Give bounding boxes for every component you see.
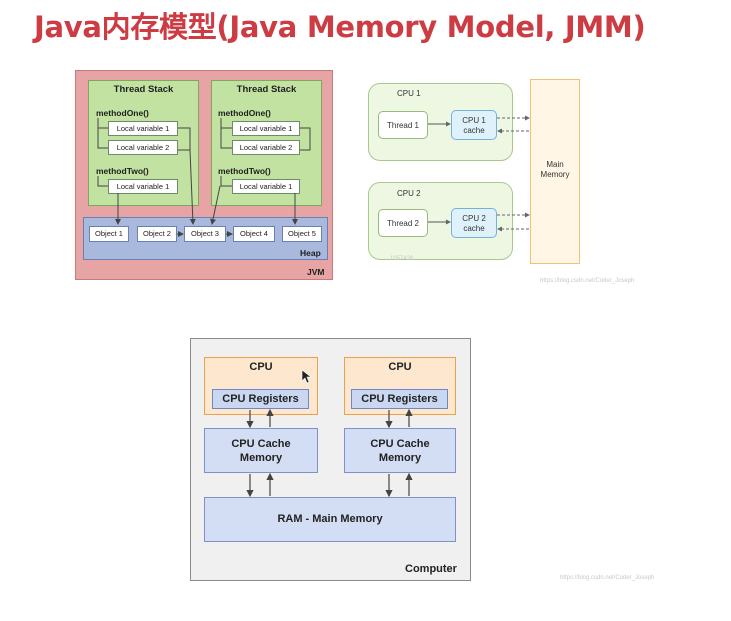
cpu-1-label: CPU 1 [397, 89, 421, 98]
figure-mark: 1057426 [390, 256, 414, 262]
local-variable-box: Local variable 2 [232, 140, 300, 155]
local-variable-box: Local variable 2 [108, 140, 178, 155]
local-variable-box: Local variable 1 [232, 179, 300, 194]
cpu-registers-2: CPU Registers [351, 389, 448, 409]
cpu-2-cache-line1: CPU 2 [462, 214, 486, 223]
mouse-cursor-icon [301, 369, 312, 384]
cpu-block-2-title: CPU [388, 361, 412, 373]
local-variable-box: Local variable 1 [108, 179, 178, 194]
watermark: https://blog.csdn.net/Coder_Joseph [540, 278, 635, 284]
main-memory-line1: Main [546, 160, 564, 169]
cpu-cache-memory-1-line2: Memory [239, 452, 283, 464]
thread-stack-2-title: Thread Stack [236, 84, 297, 95]
method-one-label-2: methodOne() [218, 108, 271, 118]
thread-stack-1-title: Thread Stack [113, 84, 174, 95]
ram-main-memory: RAM - Main Memory [204, 497, 456, 542]
cpu-cache-memory-2-line1: CPU Cache [370, 438, 430, 450]
heap-object: Object 5 [282, 226, 322, 242]
heap-label: Heap [300, 248, 321, 258]
method-two-label-2: methodTwo() [218, 166, 271, 176]
thread-1-box: Thread 1 [378, 111, 428, 139]
heap-object: Object 4 [233, 226, 275, 242]
cpu-registers-1: CPU Registers [212, 389, 309, 409]
cpu-1-cache-line2: cache [463, 126, 485, 135]
cpu-cache-memory-1: CPU Cache Memory [204, 428, 318, 473]
cpu-cache-memory-1-line1: CPU Cache [231, 438, 291, 450]
cpu-cache-memory-2-line2: Memory [378, 452, 422, 464]
method-one-label-1: methodOne() [96, 108, 149, 118]
cpu-2-label: CPU 2 [397, 189, 421, 198]
jvm-label: JVM [307, 267, 325, 277]
local-variable-box: Local variable 1 [232, 121, 300, 136]
cpu-cache-memory-2: CPU Cache Memory [344, 428, 456, 473]
local-variable-box: Local variable 1 [108, 121, 178, 136]
thread-2-box: Thread 2 [378, 209, 428, 237]
heap-object: Object 2 [137, 226, 177, 242]
cpu-2-cache-line2: cache [463, 224, 485, 233]
watermark: https://blog.csdn.net/Coder_Joseph [560, 575, 655, 581]
heap-object: Object 3 [184, 226, 226, 242]
cpu-block-1-title: CPU [249, 361, 273, 373]
main-memory-line2: Memory [540, 170, 570, 179]
method-two-label-1: methodTwo() [96, 166, 149, 176]
computer-label: Computer [405, 563, 457, 575]
heap-object: Object 1 [89, 226, 129, 242]
page-title: Java内存模型(Java Memory Model, JMM) [34, 10, 646, 44]
cpu-1-cache-box: CPU 1 cache [451, 110, 497, 140]
cpu-1-cache-line1: CPU 1 [462, 116, 486, 125]
cpu-2-cache-box: CPU 2 cache [451, 208, 497, 238]
main-memory-box: Main Memory [530, 79, 580, 264]
